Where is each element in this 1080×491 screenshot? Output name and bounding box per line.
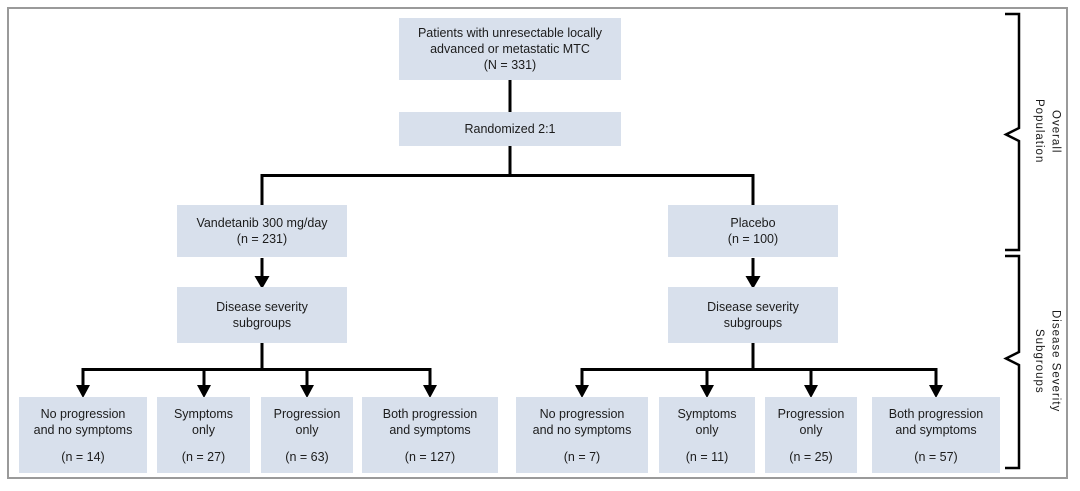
box-placebo-arm: Placebo (n = 100) bbox=[668, 205, 838, 257]
box-placebo-progression-only: Progression only (n = 25) bbox=[765, 397, 857, 473]
leaf-label: Both progression and symptoms bbox=[888, 406, 984, 437]
vandetanib-label: Vandetanib 300 mg/day bbox=[196, 216, 328, 230]
leaf-n: (n = 7) bbox=[563, 449, 601, 464]
placebo-n: (n = 100) bbox=[727, 232, 779, 246]
box-placebo-subgroups: Disease severity subgroups bbox=[668, 287, 838, 343]
vandetanib-n: (n = 231) bbox=[236, 232, 288, 246]
patients-label: Patients with unresectable locally advan… bbox=[417, 26, 603, 56]
box-placebo-symptoms-only: Symptoms only (n = 11) bbox=[659, 397, 755, 473]
leaf-label: Progression only bbox=[273, 406, 341, 437]
leaf-label: No progression and no symptoms bbox=[33, 406, 133, 437]
leaf-label: Both progression and symptoms bbox=[382, 406, 478, 437]
box-vandetanib-subgroups: Disease severity subgroups bbox=[177, 287, 347, 343]
leaf-n: (n = 11) bbox=[685, 449, 729, 464]
overall-population-text: Overall Population bbox=[1033, 99, 1062, 164]
bracket-label-overall-population: Overall Population bbox=[1026, 13, 1068, 250]
leaf-n: (n = 63) bbox=[285, 449, 329, 464]
box-placebo-both-progression-symptoms: Both progression and symptoms (n = 57) bbox=[872, 397, 1000, 473]
leaf-label: Progression only bbox=[777, 406, 845, 437]
box-vandetanib-no-progression-no-symptoms: No progression and no symptoms (n = 14) bbox=[19, 397, 147, 473]
placebo-label: Placebo bbox=[730, 216, 776, 230]
leaf-n: (n = 127) bbox=[404, 449, 456, 464]
box-vandetanib-symptoms-only: Symptoms only (n = 27) bbox=[157, 397, 250, 473]
leaf-n: (n = 27) bbox=[181, 449, 226, 464]
box-placebo-no-progression-no-symptoms: No progression and no symptoms (n = 7) bbox=[516, 397, 648, 473]
patients-n: (N = 331) bbox=[483, 58, 537, 72]
placebo-subgroups-label: Disease severity subgroups bbox=[707, 300, 799, 330]
leaf-n: (n = 25) bbox=[789, 449, 833, 464]
leaf-n: (n = 57) bbox=[914, 449, 958, 464]
box-vandetanib-both-progression-symptoms: Both progression and symptoms (n = 127) bbox=[362, 397, 498, 473]
bracket-label-disease-severity-subgroups: Disease Severity Subgroups bbox=[1026, 255, 1068, 468]
vandetanib-subgroups-label: Disease severity subgroups bbox=[216, 300, 308, 330]
leaf-label: Symptoms only bbox=[677, 406, 737, 437]
leaf-label: No progression and no symptoms bbox=[532, 406, 632, 437]
disease-severity-subgroups-text: Disease Severity Subgroups bbox=[1033, 310, 1062, 413]
randomized-label: Randomized 2:1 bbox=[464, 122, 556, 136]
leaf-label: Symptoms only bbox=[173, 406, 234, 437]
box-vandetanib-progression-only: Progression only (n = 63) bbox=[261, 397, 353, 473]
leaf-n: (n = 14) bbox=[61, 449, 105, 464]
box-patients-total: Patients with unresectable locally advan… bbox=[399, 18, 621, 80]
box-vandetanib-arm: Vandetanib 300 mg/day (n = 231) bbox=[177, 205, 347, 257]
box-randomized: Randomized 2:1 bbox=[399, 112, 621, 146]
figure-border bbox=[7, 7, 1068, 479]
